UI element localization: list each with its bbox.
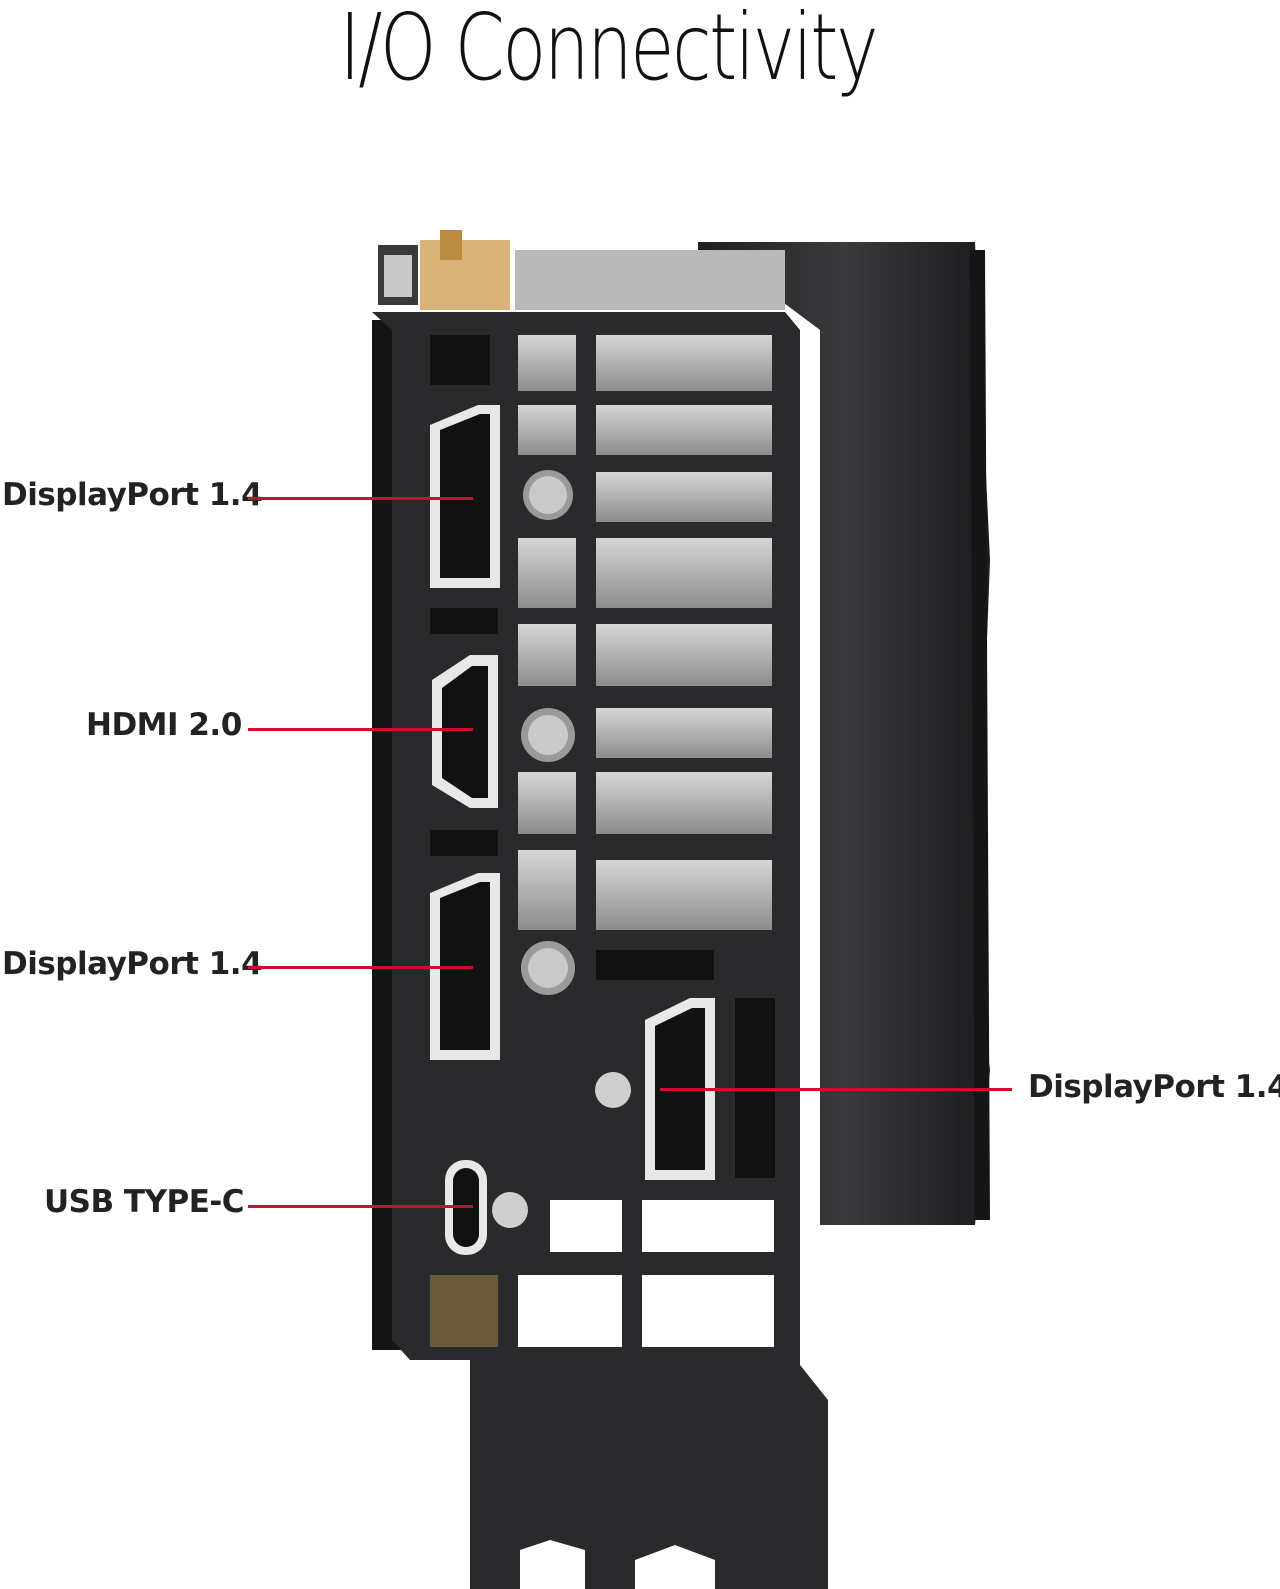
page-title: I/O Connectivity — [339, 0, 878, 101]
cooler-shroud — [698, 242, 990, 1225]
port-label-hdmi: HDMI 2.0 — [86, 707, 242, 743]
io-bracket — [372, 312, 828, 1589]
displayport-1-shape — [430, 405, 500, 588]
leader-line-displayport-1 — [248, 497, 473, 500]
leader-line-displayport-3 — [660, 1088, 1012, 1091]
port-label-usb-c: USB TYPE-C — [44, 1184, 245, 1220]
leader-line-displayport-2 — [248, 966, 473, 969]
port-label-displayport-1: DisplayPort 1.4 — [2, 477, 263, 513]
pcb-top-parts — [378, 230, 785, 310]
hdmi-shape — [432, 655, 498, 808]
leader-line-hdmi — [248, 728, 473, 731]
port-label-displayport-2: DisplayPort 1.4 — [2, 946, 263, 982]
leader-line-usb-c — [248, 1205, 473, 1208]
screws — [492, 470, 631, 1228]
port-label-displayport-3: DisplayPort 1.4 — [1028, 1069, 1280, 1105]
